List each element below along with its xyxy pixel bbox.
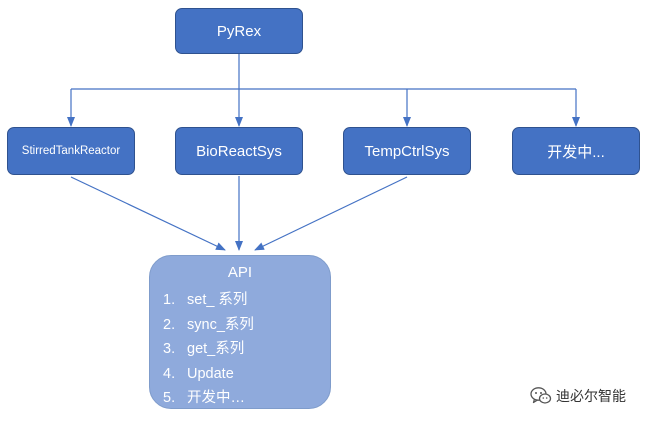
child-node-tempctrlsys: TempCtrlSys (343, 127, 471, 175)
api-arrow-3 (254, 176, 408, 251)
api-item-number: 4. (163, 365, 176, 382)
api-list-item: 1. set_ 系列 (163, 288, 254, 313)
api-list-item: 2. sync_系列 (163, 313, 254, 338)
api-list-item: 4. Update (163, 362, 254, 387)
child-node-label: StirredTankReactor (21, 145, 121, 157)
api-item-label: Update (187, 365, 234, 382)
api-box: API 1. set_ 系列 2. sync_系列 3. get_系列 4. Updat… (149, 255, 331, 409)
child-node-stirred-tank-reactor: StirredTankReactor (7, 127, 135, 175)
watermark-text: 迪必尔智能 (556, 389, 626, 405)
watermark: 迪必尔智能 (530, 385, 626, 407)
root-node-label: PyRex (216, 22, 262, 40)
api-item-label: sync_系列 (187, 316, 254, 333)
root-node: PyRex (175, 8, 303, 54)
child-node-bioreactsys: BioReactSys (175, 127, 303, 175)
api-list: 1. set_ 系列 2. sync_系列 3. get_系列 4. Update 5.… (163, 288, 254, 411)
api-list-item: 5. 开发中… (163, 386, 254, 411)
api-item-label: get_系列 (187, 341, 245, 357)
child-node-in-development: 开发中... (512, 127, 640, 175)
api-item-label: 开发中… (187, 390, 245, 406)
api-item-label: set_ 系列 (187, 292, 248, 308)
api-arrow-1 (70, 176, 226, 251)
api-title: API (227, 264, 253, 281)
api-item-number: 3. (163, 341, 176, 357)
api-item-number: 2. (163, 316, 176, 333)
api-item-number: 1. (163, 292, 176, 308)
api-item-number: 5. (163, 390, 176, 406)
child-node-label: 开发中... (547, 143, 605, 161)
child-node-label: BioReactSys (196, 142, 282, 160)
wechat-icon (530, 387, 552, 404)
api-list-item: 3. get_系列 (163, 337, 254, 362)
child-node-label: TempCtrlSys (364, 142, 450, 160)
